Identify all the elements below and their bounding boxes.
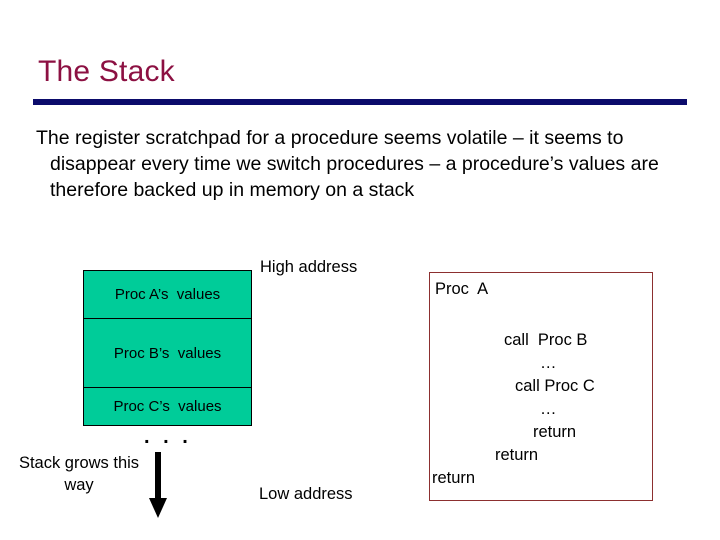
code-line-call-proc-b: call Proc B bbox=[504, 331, 588, 349]
stack-diagram-box: Proc A’s values Proc B’s values Proc C’s… bbox=[83, 270, 252, 426]
page-title: The Stack bbox=[38, 55, 175, 88]
code-line-return-b: return bbox=[495, 446, 539, 464]
stack-grows-label: Stack grows this way bbox=[18, 454, 140, 494]
body-paragraph: The register scratchpad for a procedure … bbox=[36, 127, 659, 201]
code-line-return-c: return bbox=[533, 423, 577, 441]
down-arrow-icon bbox=[149, 452, 167, 518]
stack-cell-proc-c: Proc C’s values bbox=[84, 387, 251, 424]
code-line-return-a: return bbox=[432, 469, 476, 487]
stack-cell-proc-a: Proc A’s values bbox=[114, 286, 221, 303]
code-line-call-proc-c: call Proc C bbox=[515, 377, 595, 395]
title-divider-rule bbox=[33, 99, 687, 105]
low-address-label: Low address bbox=[259, 485, 353, 503]
code-line-ellipsis-1: … bbox=[540, 354, 557, 372]
code-line-proc-a: Proc A bbox=[435, 280, 489, 298]
high-address-label: High address bbox=[260, 258, 358, 276]
stack-cell-proc-b: Proc B’s values bbox=[84, 318, 251, 387]
procedure-code-box: Proc A call Proc B … call Proc C … retur… bbox=[429, 272, 653, 501]
code-line-ellipsis-2: … bbox=[540, 400, 557, 418]
stack-ellipsis-label: . . . bbox=[144, 426, 192, 448]
